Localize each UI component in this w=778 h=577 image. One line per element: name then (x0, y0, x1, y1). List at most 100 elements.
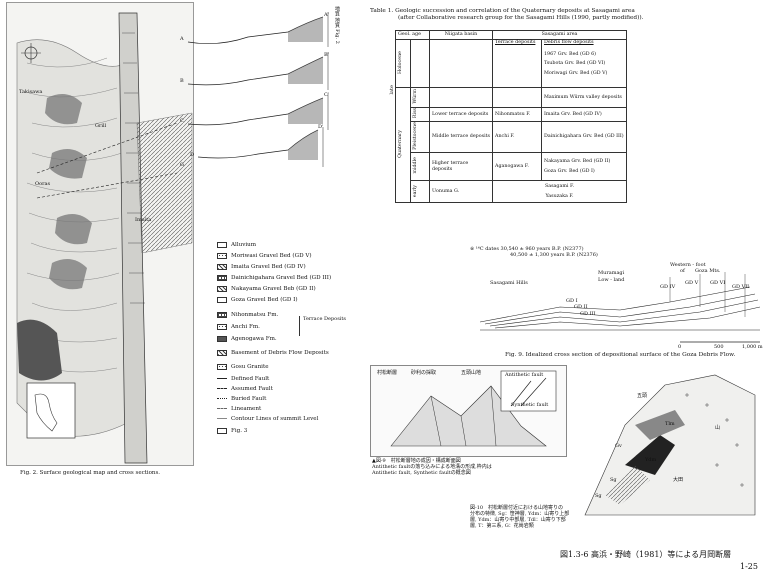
legend-line (217, 398, 227, 399)
fig9-label: Sasagami Hills (490, 280, 528, 286)
legend-row: Fig. 3 (217, 426, 247, 435)
fig2-side-label: 地質 地質 Fig. 2 (334, 6, 340, 44)
legend-label: Dainichigahara Gravel Bed (GD III) (231, 274, 332, 281)
legend-label: Imaita Gravel Bed (GD IV) (231, 263, 306, 270)
fig2-caption: Fig. 2. Surface geological map and cross… (20, 470, 161, 476)
caption-line: ▲図-9 村松断層地の成因・構成断面図 (372, 458, 461, 464)
legend-line (217, 378, 227, 379)
age-label: Pleistocene (413, 122, 418, 150)
legend-label: Basement of Debris Flow Deposits (231, 349, 329, 356)
legend-label: Lineament (231, 405, 262, 412)
fig8-label: 五頭山地 (461, 370, 482, 376)
gd-label: GD VII (732, 284, 750, 290)
fig9-label: of (680, 268, 685, 274)
legend-row: Imaita Gravel Bed (GD IV) (217, 262, 306, 271)
fig10-label: Tlm (665, 421, 675, 427)
legend-label: Moriwasi Gravel Bed (GD V) (231, 252, 312, 259)
age-label: Quaternary (398, 129, 403, 158)
age-label: early (413, 184, 418, 197)
fig10-label: Gv (615, 443, 622, 449)
niigata-cell: Middle terrace deposits (429, 120, 493, 154)
legend-row: Basement of Debris Flow Deposits (217, 348, 329, 357)
terrace-cell: Anchi F. (492, 120, 542, 154)
bottom-cell: Sasagami F. (544, 184, 575, 190)
legend-row: Lineament (217, 404, 261, 413)
caption-line: 分布の特徴, Sg：笹神層, Ydm：山寄り上部 (470, 511, 570, 517)
section-label: D' (318, 124, 324, 130)
caption-line: 層, T：第三系, G：花崗岩類 (470, 523, 534, 529)
section-label: C (180, 118, 184, 124)
gd-label: GD VI (710, 280, 726, 286)
fig10-label: Ydm (645, 457, 657, 463)
terrace-bracket: Terrace Deposits (299, 316, 346, 336)
legend-row: Assumed Fault (217, 384, 273, 393)
table1-title-line: (after Collaborative research group for … (398, 15, 644, 21)
debris-cell: Moriwagi Grv. Bed (GD V) (544, 70, 608, 76)
subheader: Debris flow deposits (544, 40, 594, 45)
legend-swatch (217, 363, 227, 370)
table1-title: Table 1. Geologic succession and correla… (370, 8, 644, 22)
legend-label: Nakayama Gravel Beb (GD II) (231, 285, 316, 292)
terrace-cell: Nihonmatsu F. (492, 107, 542, 122)
age-label: Holocene (398, 50, 403, 74)
place-label: Takisawa (19, 89, 43, 95)
legend-row: Nihonmatsu Fm. (217, 310, 278, 319)
table1: Geol. age Niigata basin Sasagami area Ho… (389, 30, 627, 204)
footer-source: 図1.3-6 高浜・野崎（1981）等による月岡断層 (560, 550, 732, 559)
fig10-label: 大田 (673, 477, 684, 483)
fig2-legend: Alluvium Moriwasi Gravel Bed (GD V) Imai… (217, 240, 367, 450)
section-label: D (190, 152, 195, 158)
legend-swatch (217, 323, 227, 330)
legend-row: Contour Lines of summit Level (217, 414, 318, 423)
legend-row: Nakayama Gravel Beb (GD II) (217, 284, 316, 293)
debris-cell: Tsubota Grv. Bed (GD VI) (544, 61, 606, 67)
fig9-drawing (479, 272, 761, 343)
legend-label: Fig. 3 (231, 427, 248, 434)
legend-label: Anchi Fm. (231, 323, 260, 330)
place-label: Imaita (135, 217, 152, 223)
place-label: Ooras (35, 181, 51, 187)
legend-swatch (217, 241, 227, 248)
fig10-label: 五頭 (637, 393, 648, 399)
niigata-cell: Lower terrace deposits (429, 107, 493, 122)
fig9-label: Muramagi (598, 270, 625, 276)
niigata-cell: Higher terrace deposits (429, 152, 493, 182)
age-label: middle (413, 157, 418, 174)
caption-line: 層, Ydm：山寄り中部層, Tdl：山寄り下部 (470, 517, 566, 523)
fig10: 五頭 Tlm 山 Gv Sg Sg Ydm 大田 (565, 365, 760, 525)
legend-row: Dainichigahara Gravel Bed (GD III) (217, 273, 331, 282)
legend-row: Anchi Fm. (217, 322, 260, 331)
legend-row: Alluvium (217, 240, 256, 249)
fig9-label: Goza Mts. (695, 268, 721, 274)
legend-swatch (217, 252, 227, 259)
fig8-label: Synthetic fault (511, 402, 549, 408)
note-line: 40,500 ± 1,300 years B.P. (N2376) (510, 252, 598, 258)
legend-label: Nihonmatsu Fm. (231, 311, 279, 318)
legend-swatch (217, 311, 227, 318)
debris-cell: Imaita Grv. Bed (GD IV) (541, 107, 627, 122)
note-line: ※ ¹⁴C dates 30,540 ± 960 years B.P. (N23… (470, 246, 584, 252)
section-label: B (180, 78, 184, 84)
table1-title-line: Table 1. Geologic succession and correla… (370, 8, 635, 14)
gd-label: GD IV (660, 284, 676, 290)
legend-row: Agenogawa Fm. (217, 334, 277, 343)
header-cell: Niigata basin (429, 30, 493, 40)
legend-swatch (217, 335, 227, 342)
succession-table: Geol. age Niigata basin Sasagami area Ho… (395, 30, 627, 204)
caption-line: Antithetic faultの落ち込みによる地溝の形成,枠内は (372, 464, 492, 470)
fig9-label: Western - foot (670, 262, 706, 268)
header-cell: Geol. age (395, 30, 430, 40)
gd-label: GD I (566, 298, 578, 304)
map-drawing (16, 12, 193, 464)
section-label: A' (324, 12, 329, 18)
legend-swatch (217, 263, 227, 270)
subheader: Terrace deposits (495, 40, 536, 45)
cross-section-drawing (187, 12, 329, 167)
section-label: G (180, 162, 184, 168)
bottom-cell: Yasuzaka F. (545, 193, 574, 199)
legend-label: Agenogawa Fm. (231, 335, 277, 342)
fig2-cross-sections: A A' B B' C C' D D' G (178, 2, 333, 202)
legend-row: Gosu Granite (217, 362, 269, 371)
section-label: C' (324, 92, 330, 98)
gd-label: GD V (685, 280, 699, 286)
